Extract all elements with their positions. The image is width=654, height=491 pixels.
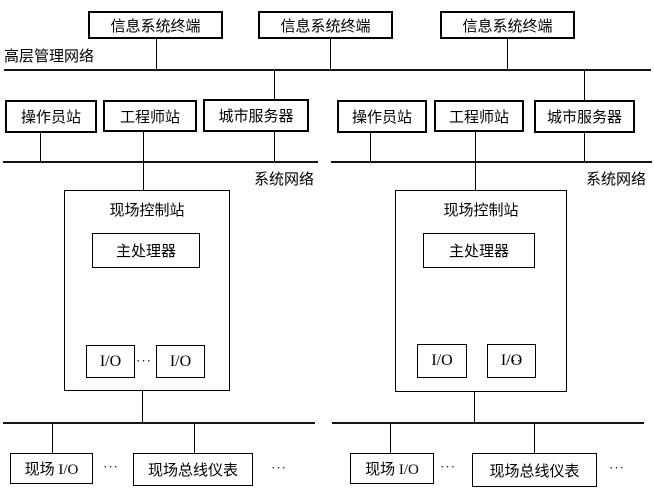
- connector-line: [534, 424, 535, 453]
- main-processor-box: 主处理器: [423, 233, 535, 268]
- io-ellipsis: ···: [506, 353, 522, 368]
- operator-station-box: 操作员站: [337, 100, 427, 133]
- city-server-box: 城市服务器: [203, 99, 309, 132]
- field-control-station-title: 现场控制站: [109, 203, 185, 219]
- engineer-station-box: 工程师站: [434, 100, 524, 132]
- system-network-label-right: 系统网络: [586, 172, 647, 188]
- connector-line: [584, 133, 585, 161]
- io-module-box: I/O: [487, 344, 536, 378]
- management-network-label: 高层管理网络: [4, 49, 95, 65]
- system-network-label-left: 系统网络: [254, 172, 315, 188]
- connector-line: [274, 132, 275, 161]
- connector-line: [40, 133, 41, 161]
- connector-line: [475, 163, 476, 190]
- info-terminal-box: 信息系统终端: [440, 11, 575, 39]
- connector-line: [584, 71, 585, 100]
- info-terminal-box: 信息系统终端: [258, 11, 393, 39]
- system-network-bus-left: [3, 161, 318, 163]
- management-network-bus: [4, 69, 651, 71]
- system-network-bus-right: [331, 161, 652, 163]
- connector-line: [370, 133, 371, 161]
- io-module-box: I/O: [417, 344, 467, 378]
- io-module-box: I/O: [156, 345, 205, 378]
- fieldbus-instrument-box: 现场总线仪表: [472, 453, 597, 487]
- field-ellipsis: ···: [609, 460, 625, 475]
- connector-line: [475, 132, 476, 161]
- field-bus-left: [3, 422, 315, 424]
- connector-line: [274, 71, 275, 100]
- field-bus-right: [332, 422, 644, 424]
- city-server-box: 城市服务器: [534, 100, 635, 133]
- connector-line: [330, 39, 331, 69]
- field-ellipsis: ···: [103, 459, 119, 474]
- connector-line: [156, 39, 157, 69]
- field-io-box: 现场 I/O: [10, 453, 93, 484]
- field-control-station-title: 现场控制站: [443, 203, 519, 219]
- connector-line: [143, 163, 144, 190]
- connector-line: [143, 132, 144, 161]
- connector-line: [390, 424, 391, 453]
- field-io-box: 现场 I/O: [350, 453, 434, 484]
- io-module-box: I/O: [86, 345, 135, 378]
- connector-line: [52, 424, 53, 453]
- main-processor-box: 主处理器: [92, 233, 200, 268]
- operator-station-box: 操作员站: [5, 100, 97, 133]
- connector-line: [194, 424, 195, 453]
- fieldbus-instrument-box: 现场总线仪表: [133, 453, 253, 486]
- field-ellipsis: ···: [440, 459, 456, 474]
- engineer-station-box: 工程师站: [103, 100, 197, 132]
- io-ellipsis: ···: [136, 353, 152, 368]
- field-ellipsis: ···: [271, 460, 287, 475]
- info-terminal-box: 信息系统终端: [88, 11, 223, 39]
- connector-line: [507, 39, 508, 69]
